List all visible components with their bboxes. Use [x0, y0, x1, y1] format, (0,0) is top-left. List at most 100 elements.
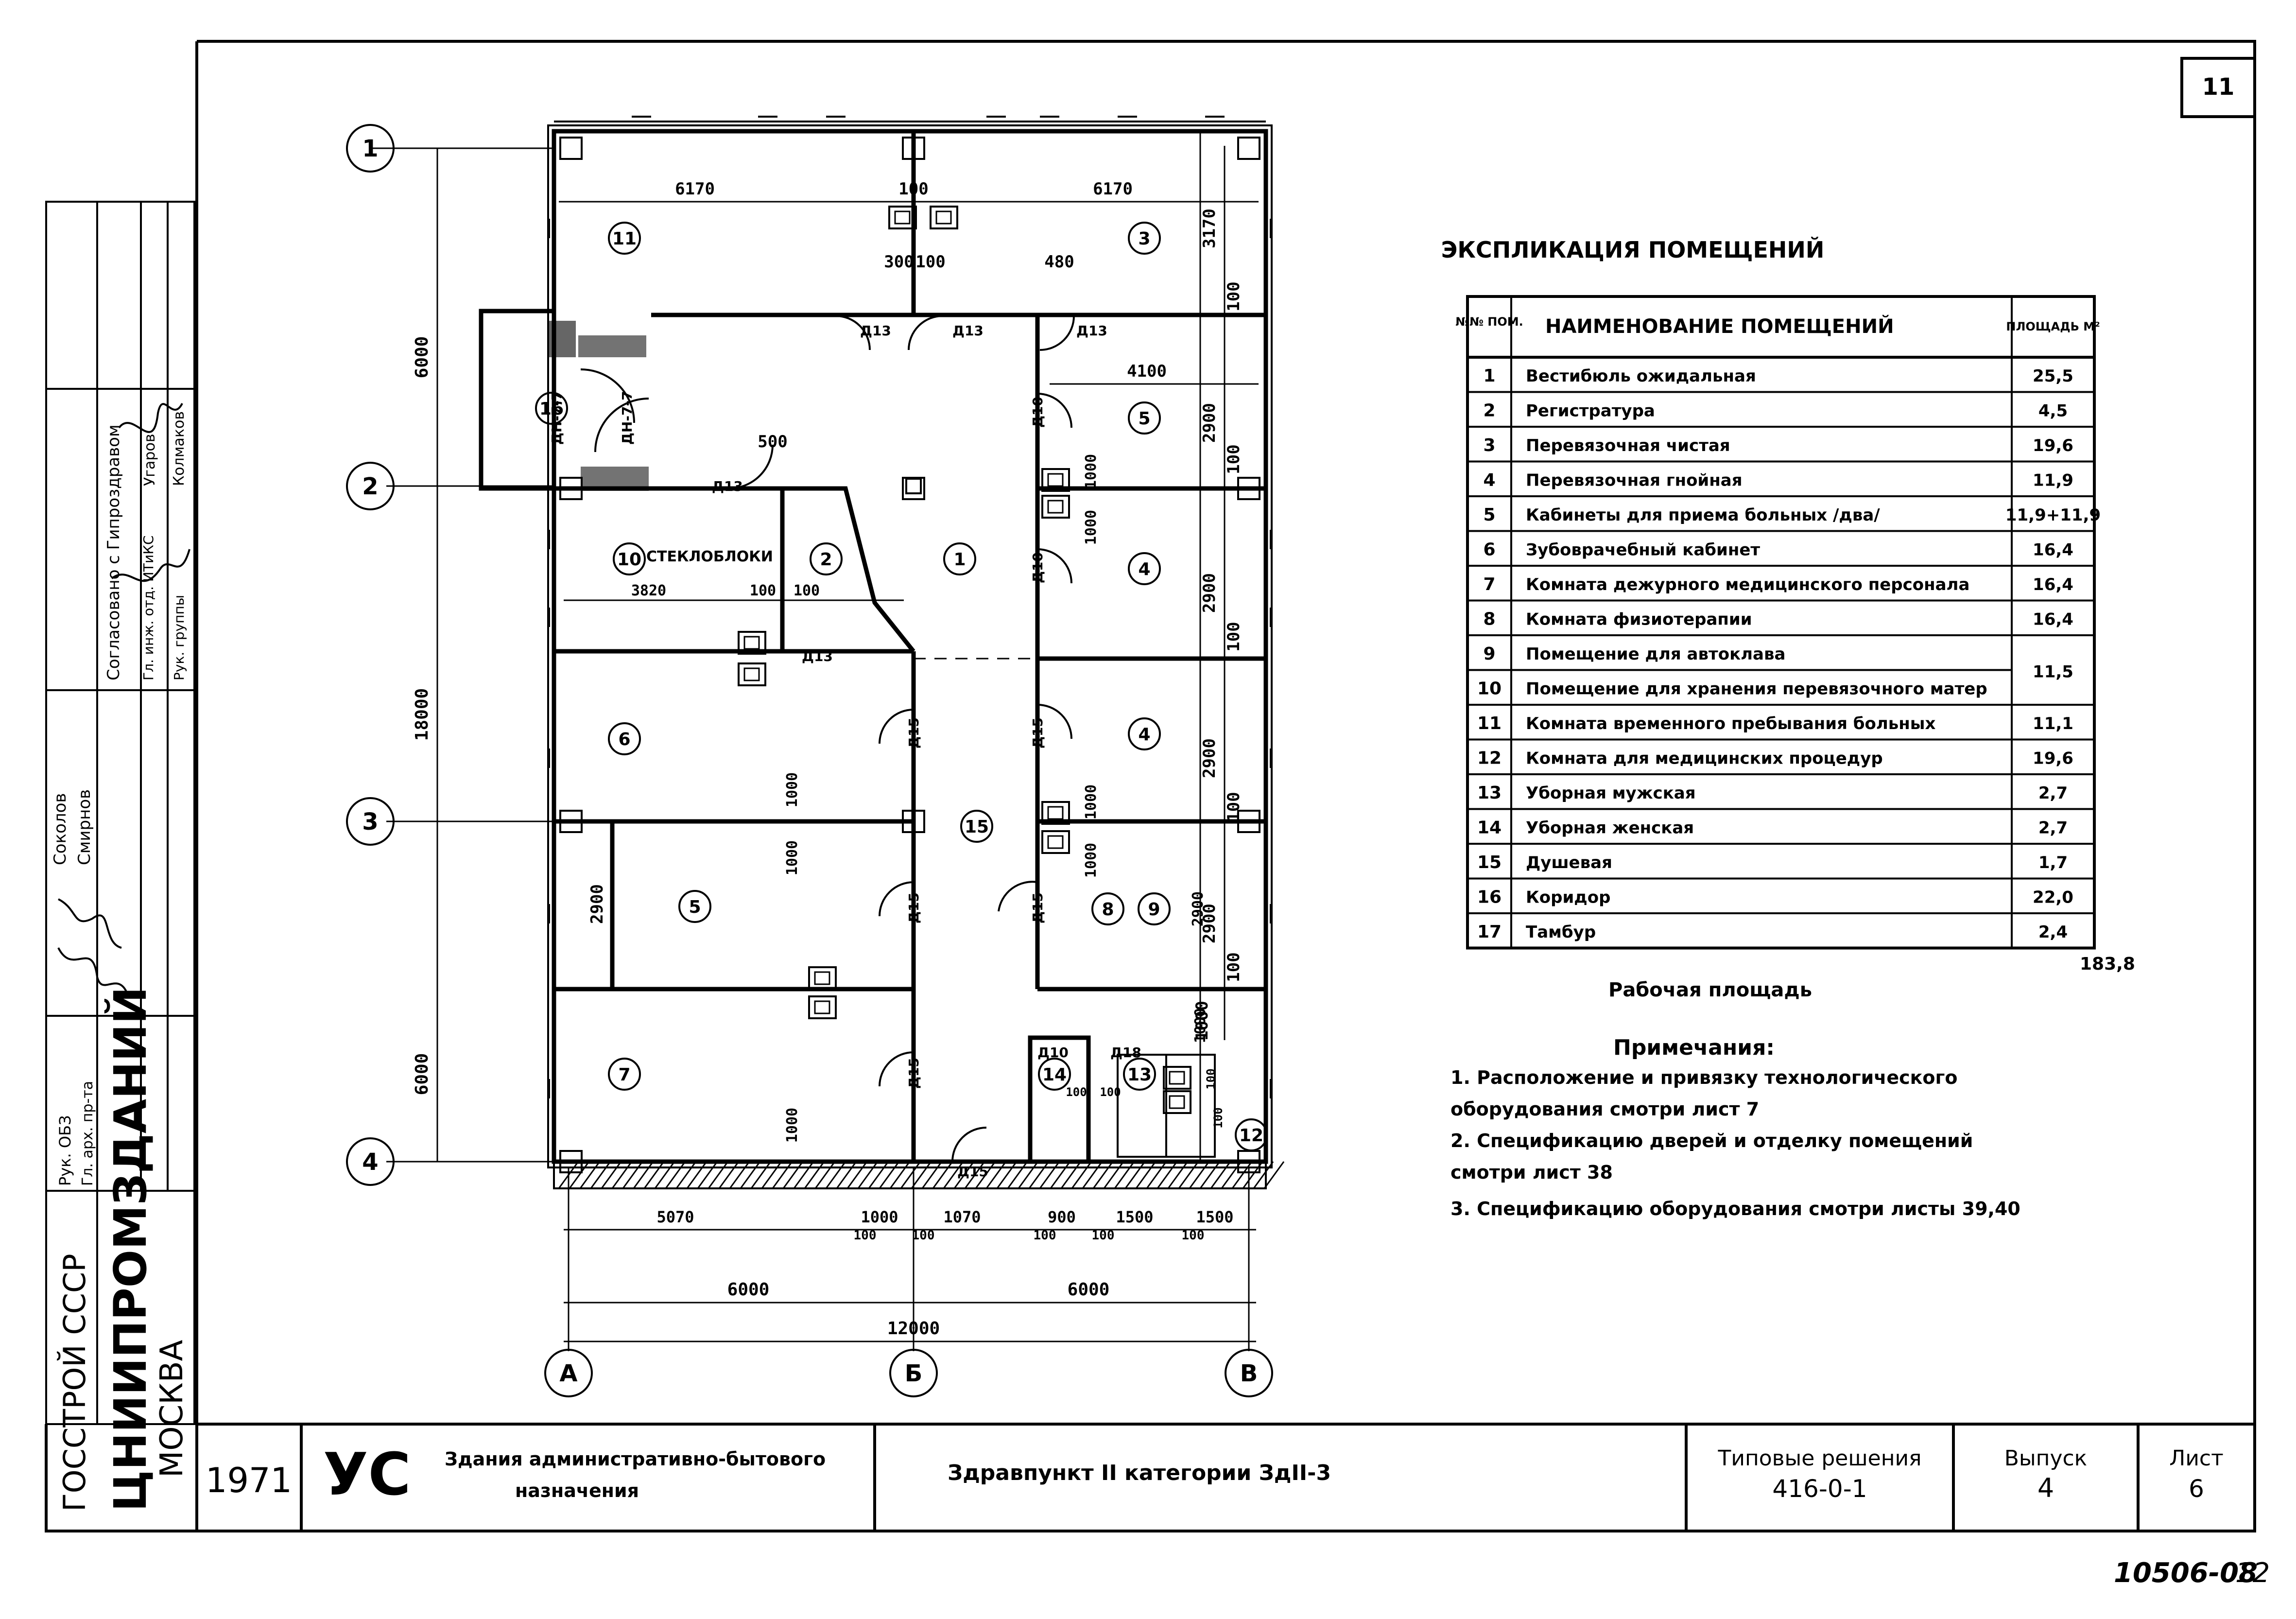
door-mark: Д15 — [1030, 892, 1046, 923]
room-number-7: 7 — [608, 1058, 641, 1091]
dimension-label: 4100 — [1127, 362, 1167, 381]
row-name: Душевая — [1526, 853, 1612, 872]
row-number: 8 — [1483, 609, 1495, 629]
hatched-wall — [553, 1161, 1285, 1189]
signature-2 — [118, 403, 183, 433]
column — [1237, 137, 1260, 160]
room-number-6: 6 — [608, 722, 641, 755]
svg-text:3: 3 — [362, 808, 378, 836]
door-mark: Д10 — [1030, 552, 1046, 583]
dimension-label: 1000 — [784, 1108, 801, 1143]
axis-bubble-А: А — [544, 1349, 593, 1397]
sink-icon — [1163, 1066, 1191, 1090]
sink-icon — [1163, 1090, 1191, 1114]
room-number-2: 2 — [810, 542, 843, 575]
dimension-label: 100 — [915, 252, 945, 272]
row-name: Комната физиотерапии — [1526, 610, 1752, 629]
door-mark: Д15 — [906, 717, 922, 749]
room-number-5: 5 — [678, 890, 711, 923]
axis-bubble-В: В — [1225, 1349, 1273, 1397]
notes-title: Примечания: — [1613, 1035, 1775, 1060]
dimension-label: 2900 — [1200, 403, 1219, 443]
dimension-label: 1500 — [1116, 1208, 1153, 1226]
dimension-label: 6000 — [1068, 1280, 1110, 1300]
row-area: 4,5 — [2038, 401, 2068, 421]
stamp-agreed: Согласовано с Гипроздравом — [104, 424, 123, 680]
row-name: Помещение для хранения перевязочного мат… — [1526, 679, 1987, 699]
row-number: 9 — [1483, 644, 1495, 664]
sink-icon — [1041, 495, 1070, 519]
stamp-name-1: Соколов — [51, 793, 70, 865]
dimension-label: 100 — [854, 1228, 877, 1243]
dimension-label: 100 — [1100, 1085, 1121, 1099]
dimension-label: 100 — [1211, 1107, 1225, 1128]
stamp-dept-label: Рук. ОБЗ — [56, 1115, 74, 1186]
dimension-label: 100 — [912, 1228, 935, 1243]
room-number-10: 10 — [613, 542, 646, 575]
room-number-8: 8 — [1091, 892, 1124, 925]
row-name: Комната дежурного медицинского персонала — [1526, 575, 1969, 594]
sink-icon — [930, 206, 958, 229]
dimension-label: 1000 — [1083, 510, 1100, 545]
footer-inv: 10506-08 — [2114, 1557, 2258, 1589]
row-area: 1,7 — [2038, 853, 2068, 872]
sink-icon — [808, 966, 837, 990]
row-name: Тамбур — [1526, 923, 1596, 942]
row-number: 10 — [1477, 679, 1502, 699]
row-name: Вестибюль ожидальная — [1526, 366, 1756, 386]
sheet-number: 11 — [2202, 73, 2235, 101]
dimension-label: 2900 — [1190, 891, 1207, 926]
column — [559, 477, 583, 500]
svg-text:3: 3 — [1138, 229, 1150, 249]
row-area: 2,4 — [2038, 923, 2068, 942]
row-name: Коридор — [1526, 888, 1610, 907]
door-mark: Д13 — [802, 648, 833, 664]
dimension-label: 6170 — [1093, 179, 1133, 199]
columns — [559, 137, 1260, 1173]
notes-line-5: 3. Спецификацию оборудования смотри лист… — [1450, 1198, 2020, 1219]
column — [559, 810, 583, 833]
door-mark: Д15 — [1030, 717, 1046, 749]
dimension-label: 2900 — [587, 884, 607, 924]
dimension-label: 6000 — [727, 1280, 770, 1300]
side-stamp: Согласовано с Гипроздравом Гл. инж. отд.… — [45, 201, 195, 1512]
sink-icon — [1041, 468, 1070, 492]
row-number: 6 — [1483, 540, 1495, 560]
row-name: Перевязочная гнойная — [1526, 471, 1743, 490]
tb-year: 1971 — [206, 1461, 292, 1500]
dimension-label: 6000 — [412, 1053, 432, 1096]
svg-text:Б: Б — [905, 1360, 923, 1387]
windows — [548, 116, 1272, 1098]
door-mark: Д15 — [957, 1164, 988, 1180]
door-mark: ДН-7-7 — [619, 391, 635, 445]
sheet-frame: 11 — [45, 40, 2256, 1532]
room-number-4: 4 — [1128, 717, 1161, 750]
dimension-label: 1500 — [1196, 1208, 1233, 1226]
door-mark: Д15 — [906, 1058, 922, 1089]
sink-icon — [1041, 801, 1070, 825]
signature-3 — [58, 898, 122, 949]
dimension-label: 100 — [1066, 1085, 1087, 1099]
dimension-label: 100 — [1224, 792, 1243, 821]
dimension-label: 100 — [1224, 952, 1243, 982]
room-number-16: 16 — [535, 392, 568, 425]
dimension-label: 1000 — [1192, 1001, 1212, 1041]
explication-title: ЭКСПЛИКАЦИЯ ПОМЕЩЕНИЙ — [1441, 237, 1825, 263]
door-mark: Д10 — [1037, 1045, 1069, 1061]
tb-logo: УС — [323, 1441, 411, 1509]
tb-issue-num: 4 — [2037, 1473, 2054, 1503]
room-number-3: 3 — [1128, 222, 1161, 255]
tb-sheet-num: 6 — [2189, 1475, 2204, 1503]
row-number: 13 — [1477, 783, 1502, 803]
svg-text:4: 4 — [362, 1149, 378, 1176]
sink-icon — [1041, 830, 1070, 854]
